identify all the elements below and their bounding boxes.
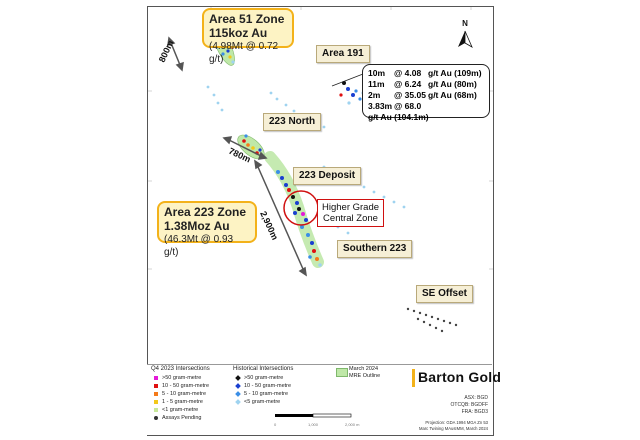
higher-grade-label: Higher Grade Central Zone <box>317 199 385 227</box>
label-southern-223: Southern 223 <box>337 240 413 258</box>
area51-detail: (4.98Mt @ 0.72 g/t) <box>209 41 279 65</box>
legend-item: Assays Pending <box>154 415 201 421</box>
distance-800m: 800m <box>157 39 176 64</box>
legend <box>147 364 492 435</box>
brand-logo: Barton Gold <box>418 369 502 385</box>
legend-item: 10 - 50 gram-metre <box>154 383 209 389</box>
north-arrow-icon: N <box>458 19 473 48</box>
label-223-deposit: 223 Deposit <box>293 167 362 185</box>
deposit223-drillholes <box>264 151 324 268</box>
intercept-row: 3.83m@ 68.0g/t Au (104.1m) <box>368 101 429 122</box>
legend-item: >50 gram-metre <box>154 375 201 381</box>
area223-title: Area 223 Zone <box>164 205 247 219</box>
legend-item: <1 gram-metre <box>154 407 198 413</box>
legend-item: <5 gram-metre <box>235 398 280 405</box>
area223-detail: (46.3Mt @ 0.93 g/t) <box>164 234 234 258</box>
legend-item: 1 - 5 gram-metre <box>154 399 203 405</box>
legend-mre-swatch <box>336 368 348 377</box>
scale-1000: 1,000 <box>308 422 319 427</box>
logo-mark <box>412 369 415 387</box>
label-223-north: 223 North <box>263 113 322 131</box>
scale-2000: 2,000 m <box>345 422 360 427</box>
legend-hist-title: Historical Intersections <box>233 366 294 372</box>
svg-text:N: N <box>462 19 468 28</box>
legend-item: 10 - 50 gram-metre <box>235 382 291 389</box>
intercepts-leader <box>331 73 364 87</box>
label-se-offset: SE Offset <box>416 285 474 303</box>
tickers: ASX: BGD OTCQB: BGDFF FRA: BGD3 <box>450 395 489 415</box>
area51-callout: Area 51 Zone 115koz Au (4.98Mt @ 0.72 g/… <box>202 8 294 65</box>
area223-callout: Area 223 Zone 1.38Moz Au (46.3Mt @ 0.93 … <box>157 201 257 258</box>
distance-2900m: 2,900m <box>258 210 280 242</box>
legend-item: 5 - 10 gram-metre <box>235 390 288 397</box>
area51-title: Area 51 Zone <box>209 12 285 26</box>
scale-0: 0 <box>274 422 277 427</box>
legend-mre-label: March 2024 MRE Outline <box>349 366 381 379</box>
area51-resource: 115koz Au <box>209 26 268 40</box>
legend-q4-title: Q4 2023 Intersections <box>151 366 210 372</box>
se-offset-drillholes <box>406 307 458 333</box>
projection-note: Projection: GDA 1994 MGA Zn 53 Marc Twin… <box>418 420 488 431</box>
area223-resource: 1.38Moz Au <box>164 219 230 233</box>
distance-arrows <box>167 36 307 277</box>
scale-bar <box>275 413 352 418</box>
legend-item: >50 gram-metre <box>235 374 283 381</box>
map-canvas: N 800m 780m 2,900m <box>148 7 493 333</box>
label-area191: Area 191 <box>316 45 370 63</box>
legend-item: 5 - 10 gram-metre <box>154 391 206 397</box>
